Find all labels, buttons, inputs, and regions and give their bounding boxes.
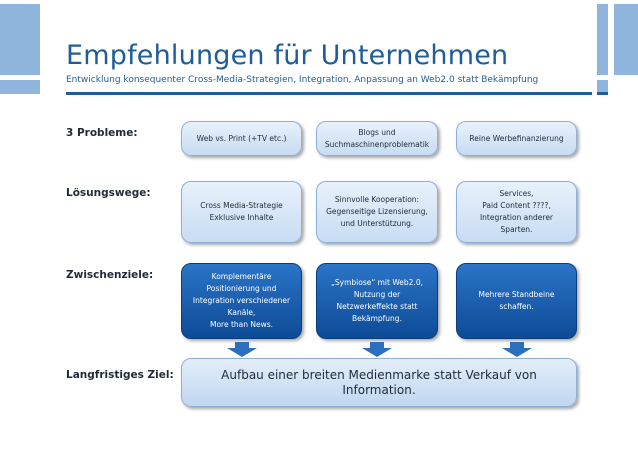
decorative-bar-right [614,4,638,75]
row-label-solutions: Lösungswege: [66,187,151,199]
solution-box-3: Services, Paid Content ????, Integration… [456,181,577,243]
row-label-intermediate: Zwischenziele: [66,269,154,281]
problem-box-1: Web vs. Print (+TV etc.) [181,121,302,156]
intermediate-text-3: Mehrere Standbeine schaffen. [478,290,555,311]
row-label-longterm: Langfristiges Ziel: [66,369,174,381]
solution-text-3: Services, Paid Content ????, Integration… [479,189,554,234]
problem-box-2: Blogs und Suchmaschinenproblematik [316,121,438,156]
decorative-bar-right-thin [597,4,608,75]
problem-text-1: Web vs. Print (+TV etc.) [196,133,287,143]
intermediate-box-2: „Symbiose“ mit Web2.0, Nutzung der Netzw… [316,263,438,339]
title-divider [66,92,592,95]
title-divider-accent [597,92,608,95]
problem-box-3: Reine Werbefinanzierung [456,121,577,156]
final-goal-box: Aufbau einer breiten Medienmarke statt V… [181,358,577,407]
slide-subtitle: Entwicklung konsequenter Cross-Media-Str… [66,75,539,85]
final-goal-text: Aufbau einer breiten Medienmarke statt V… [221,368,537,397]
down-arrow-icon [227,342,257,357]
intermediate-text-2: „Symbiose“ mit Web2.0, Nutzung der Netzw… [331,278,423,323]
solution-box-2: Sinnvolle Kooperation: Gegenseitige Lize… [316,181,438,243]
down-arrow-icon [502,342,532,357]
intermediate-text-1: Komplementäre Positionierung und Integra… [192,272,291,329]
intermediate-box-1: Komplementäre Positionierung und Integra… [181,263,302,339]
problem-text-2: Blogs und Suchmaschinenproblematik [324,127,430,149]
intermediate-box-3: Mehrere Standbeine schaffen. [456,263,577,339]
decorative-bar-right-small [597,80,608,92]
problem-text-3: Reine Werbefinanzierung [469,133,564,143]
decorative-bar-left [0,4,40,75]
solution-text-1: Cross Media-Strategie Exklusive Inhalte [200,201,283,222]
down-arrow-icon [362,342,392,357]
solution-box-1: Cross Media-Strategie Exklusive Inhalte [181,181,302,243]
slide-title: Empfehlungen für Unternehmen [66,40,509,71]
row-label-problems: 3 Probleme: [66,127,138,139]
decorative-bar-left-small [0,80,40,94]
solution-text-2: Sinnvolle Kooperation: Gegenseitige Lize… [326,195,428,228]
